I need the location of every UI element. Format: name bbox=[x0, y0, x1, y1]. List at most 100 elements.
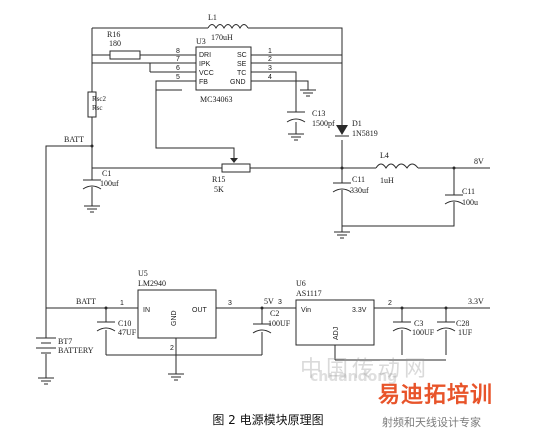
c10-ref: C10 bbox=[118, 319, 131, 328]
junction-3v3-a bbox=[400, 306, 404, 310]
u5-pin-out: OUT bbox=[192, 307, 208, 314]
capacitor-c28 bbox=[436, 321, 456, 332]
ground-symbol-battery bbox=[38, 377, 54, 385]
capacitor-c3 bbox=[392, 321, 412, 332]
u3-part: MC34063 bbox=[200, 95, 232, 104]
c3-ref: C3 bbox=[414, 319, 423, 328]
net-label-batt-top: BATT bbox=[64, 135, 84, 144]
l1-value: 170uH bbox=[211, 33, 233, 42]
c11b-ref: C11 bbox=[462, 187, 475, 196]
u3-pin-sc: SC bbox=[237, 52, 247, 59]
u3-pin-num-2: 2 bbox=[268, 56, 272, 63]
c2-ref: C2 bbox=[270, 309, 279, 318]
c28-ref: C28 bbox=[456, 319, 469, 328]
bt7-value: BATTERY bbox=[58, 346, 94, 355]
junction-8v-left bbox=[340, 166, 344, 170]
u3-pin-num-6: 6 bbox=[176, 65, 180, 72]
rsc2-ref: Rsc2 bbox=[92, 95, 107, 103]
u3-pin-se: SE bbox=[237, 61, 247, 68]
u6-pin-out: 3.3V bbox=[352, 307, 367, 314]
d1-ref: D1 bbox=[352, 119, 362, 128]
u3-pin-fb: FB bbox=[199, 79, 208, 86]
ic-u5-body bbox=[137, 289, 217, 339]
u6-pin-num-2: 2 bbox=[388, 300, 392, 307]
r16-value: 180 bbox=[109, 39, 121, 48]
inductor-l4 bbox=[375, 163, 419, 169]
resistor-r16 bbox=[109, 50, 141, 60]
u3-pin-tc: TC bbox=[237, 70, 246, 77]
c11a-ref: C11 bbox=[352, 175, 365, 184]
r15-value: 5K bbox=[214, 185, 224, 194]
u3-pin-ipk: IPK bbox=[199, 61, 211, 68]
u5-pin-num-1: 1 bbox=[120, 300, 124, 307]
capacitor-c2 bbox=[252, 323, 272, 334]
bt7-ref: BT7 bbox=[58, 337, 72, 346]
u3-pin-num-4: 4 bbox=[268, 74, 272, 81]
junction-3v3-b bbox=[444, 306, 448, 310]
l4-value: 1uH bbox=[380, 176, 394, 185]
ic-u3-body bbox=[195, 46, 252, 91]
c2-value: 100UF bbox=[268, 319, 291, 328]
ground-symbol-c11 bbox=[334, 231, 350, 239]
capacitor-c10 bbox=[96, 321, 116, 332]
c11a-value: 330uf bbox=[350, 186, 369, 195]
u5-pin-num-2: 2 bbox=[170, 345, 174, 352]
u5-ref: U5 bbox=[138, 269, 148, 278]
junction-batt-bottom bbox=[104, 306, 108, 310]
u3-pin-num-3: 3 bbox=[268, 65, 272, 72]
c11b-value: 100u bbox=[462, 198, 478, 207]
u5-pin-in: IN bbox=[143, 307, 150, 314]
capacitor-c11-100u bbox=[444, 194, 464, 205]
u5-part: LM2940 bbox=[138, 279, 166, 288]
capacitor-c11-330uf bbox=[332, 182, 352, 193]
u3-pin-num-8: 8 bbox=[176, 48, 180, 55]
c1-value: 100uf bbox=[100, 179, 119, 188]
wires-bottom bbox=[45, 307, 490, 378]
c10-value: 47UF bbox=[118, 328, 137, 337]
u3-pin-vcc: VCC bbox=[199, 70, 214, 77]
diode-d1 bbox=[335, 125, 349, 137]
u3-pin-dri: DRI bbox=[199, 52, 211, 59]
capacitor-c1 bbox=[82, 179, 102, 190]
junction-batt bbox=[90, 144, 94, 148]
u3-ref: U3 bbox=[196, 37, 206, 46]
u3-pin-num-7: 7 bbox=[176, 56, 180, 63]
u6-ref: U6 bbox=[296, 279, 306, 288]
net-label-batt-bottom: BATT bbox=[76, 297, 96, 306]
capacitor-c13 bbox=[286, 111, 306, 123]
u5-pin-num-3: 3 bbox=[228, 300, 232, 307]
ic-u6-body bbox=[295, 299, 375, 346]
inductor-l1 bbox=[207, 24, 249, 30]
c3-value: 100UF bbox=[412, 328, 435, 337]
r15-ref: R15 bbox=[212, 175, 225, 184]
resistor-rsc2 bbox=[87, 91, 97, 118]
ground-symbol-u3 bbox=[300, 89, 316, 97]
junction-8v-right bbox=[452, 166, 456, 170]
ground-symbol-c1 bbox=[84, 205, 100, 213]
c13-ref: C13 bbox=[312, 109, 325, 118]
potentiometer-r15 bbox=[221, 158, 251, 173]
ground-symbol-u5 bbox=[168, 373, 184, 381]
d1-value: 1N5819 bbox=[352, 129, 378, 138]
u3-pin-num-5: 5 bbox=[176, 74, 180, 81]
net-label-3v3: 3.3V bbox=[468, 297, 484, 306]
figure-caption: 图 2 电源模块原理图 bbox=[212, 413, 324, 427]
net-label-5v: 5V bbox=[264, 297, 274, 306]
r16-ref: R16 bbox=[107, 30, 120, 39]
ground-symbol-c13 bbox=[288, 133, 304, 141]
u3-pin-gnd: GND bbox=[230, 79, 246, 86]
l1-ref: L1 bbox=[208, 13, 217, 22]
u6-part: AS1117 bbox=[296, 289, 322, 298]
watermark-slogan: 射频和天线设计专家 bbox=[382, 416, 481, 429]
l4-ref: L4 bbox=[380, 151, 389, 160]
u6-pin-vin: Vin bbox=[301, 307, 311, 314]
u6-pin-num-3: 3 bbox=[278, 299, 282, 306]
wires-top bbox=[45, 27, 490, 330]
u6-pin-adj: ADJ bbox=[333, 327, 340, 340]
junction-5v bbox=[260, 306, 264, 310]
rsc2-value: Rsc bbox=[92, 104, 103, 112]
net-label-8v: 8V bbox=[474, 157, 484, 166]
battery-bt7 bbox=[36, 330, 56, 354]
u5-pin-gnd: GND bbox=[171, 310, 178, 326]
